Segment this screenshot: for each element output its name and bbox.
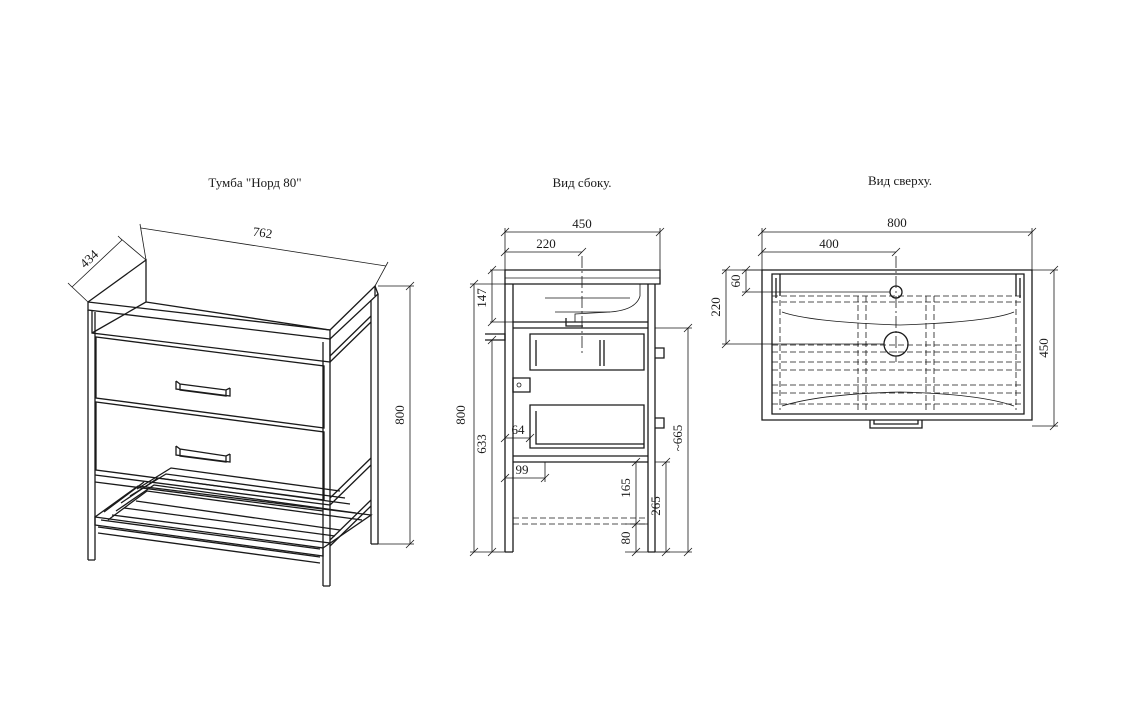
side-mid-rail	[513, 455, 648, 463]
profile-offset-dim	[500, 433, 535, 443]
top-view-title: Вид сверху.	[868, 173, 932, 188]
top-half-width-dim	[757, 247, 901, 257]
side-lower-drawer	[529, 404, 645, 449]
side-shelf	[513, 517, 648, 525]
drain-offset-value: 220	[708, 297, 723, 317]
side-view-dimensions: 450 220 800 147 633 64 99 165 80 265 ~66…	[453, 216, 693, 557]
sink-offset-dim	[500, 247, 587, 257]
front-depth-value: 434	[77, 246, 102, 271]
front-left-leg	[87, 310, 96, 561]
top-depth-dim	[1032, 265, 1059, 431]
top-view-dimensions: 800 400 60 220 450	[708, 215, 1059, 431]
top-half-width-value: 400	[819, 236, 839, 251]
top-depth-value: 450	[1036, 338, 1051, 358]
side-view-cabinet	[485, 256, 665, 553]
side-bottom-rail	[329, 499, 372, 547]
side-top-rail	[329, 315, 372, 363]
basin-back-rim	[145, 284, 376, 331]
top-handle	[869, 420, 923, 429]
top-width-value: 800	[887, 215, 907, 230]
side-basin-curve	[560, 283, 641, 322]
leg-height-dim	[625, 524, 648, 557]
side-total-height-value: 800	[453, 405, 468, 425]
top-gap-value: 147	[474, 288, 489, 308]
front-view-cabinet	[87, 258, 379, 587]
drain-offset-dim	[721, 265, 884, 349]
side-countertop	[504, 269, 661, 285]
countertop-front-edge	[87, 302, 331, 340]
shelf-top-value: 265	[648, 496, 663, 516]
basin-front-rim	[87, 301, 331, 331]
front-width-value: 762	[252, 224, 273, 242]
upper-drawer-handle	[175, 380, 231, 397]
top-frame-panel	[91, 310, 331, 363]
front-view-title: Тумба "Норд 80"	[208, 175, 301, 190]
front-height-value: 800	[392, 405, 407, 425]
side-depth-dim	[500, 227, 665, 270]
top-width-dim	[757, 227, 1037, 270]
side-total-height-dim	[469, 279, 505, 557]
inner-height-dim	[487, 335, 497, 557]
bottom-offset-dim	[500, 462, 550, 483]
bottom-shelf	[94, 467, 373, 564]
lower-drawer-handle	[175, 445, 231, 463]
basin-left-wall	[87, 258, 147, 334]
bottom-offset-value: 99	[516, 462, 529, 477]
front-right-leg	[322, 339, 331, 587]
depth-dim-line	[67, 235, 147, 303]
back-right-leg	[370, 294, 379, 545]
approx-height-dim	[655, 323, 693, 557]
front-mid-rail	[94, 474, 331, 512]
side-depth-value: 450	[572, 216, 592, 231]
side-view-title: Вид сбоку.	[552, 175, 611, 190]
sink-offset-value: 220	[536, 236, 556, 251]
inner-height-value: 633	[474, 434, 489, 454]
width-dim-line	[139, 223, 389, 287]
back-offset-value: 60	[728, 275, 743, 288]
side-top-rail	[513, 321, 648, 329]
top-hidden-lines	[772, 295, 1024, 405]
height-dim-line	[378, 281, 415, 549]
profile-offset-value: 64	[512, 422, 526, 437]
upper-drawer-front	[95, 336, 325, 429]
top-basin-contour	[781, 311, 1015, 407]
top-inner-outline	[771, 273, 1025, 415]
wall-bracket	[512, 377, 531, 393]
side-front-leg	[504, 284, 514, 553]
leg-height-value: 80	[618, 532, 633, 545]
top-view-cabinet	[761, 256, 1033, 429]
top-gap-dim	[487, 265, 513, 327]
side-upper-drawer	[529, 333, 645, 371]
side-mid-rail	[329, 457, 372, 506]
shelf-height-value: 165	[618, 478, 633, 498]
approx-height-value: ~665	[670, 425, 685, 452]
top-outline	[761, 269, 1033, 421]
